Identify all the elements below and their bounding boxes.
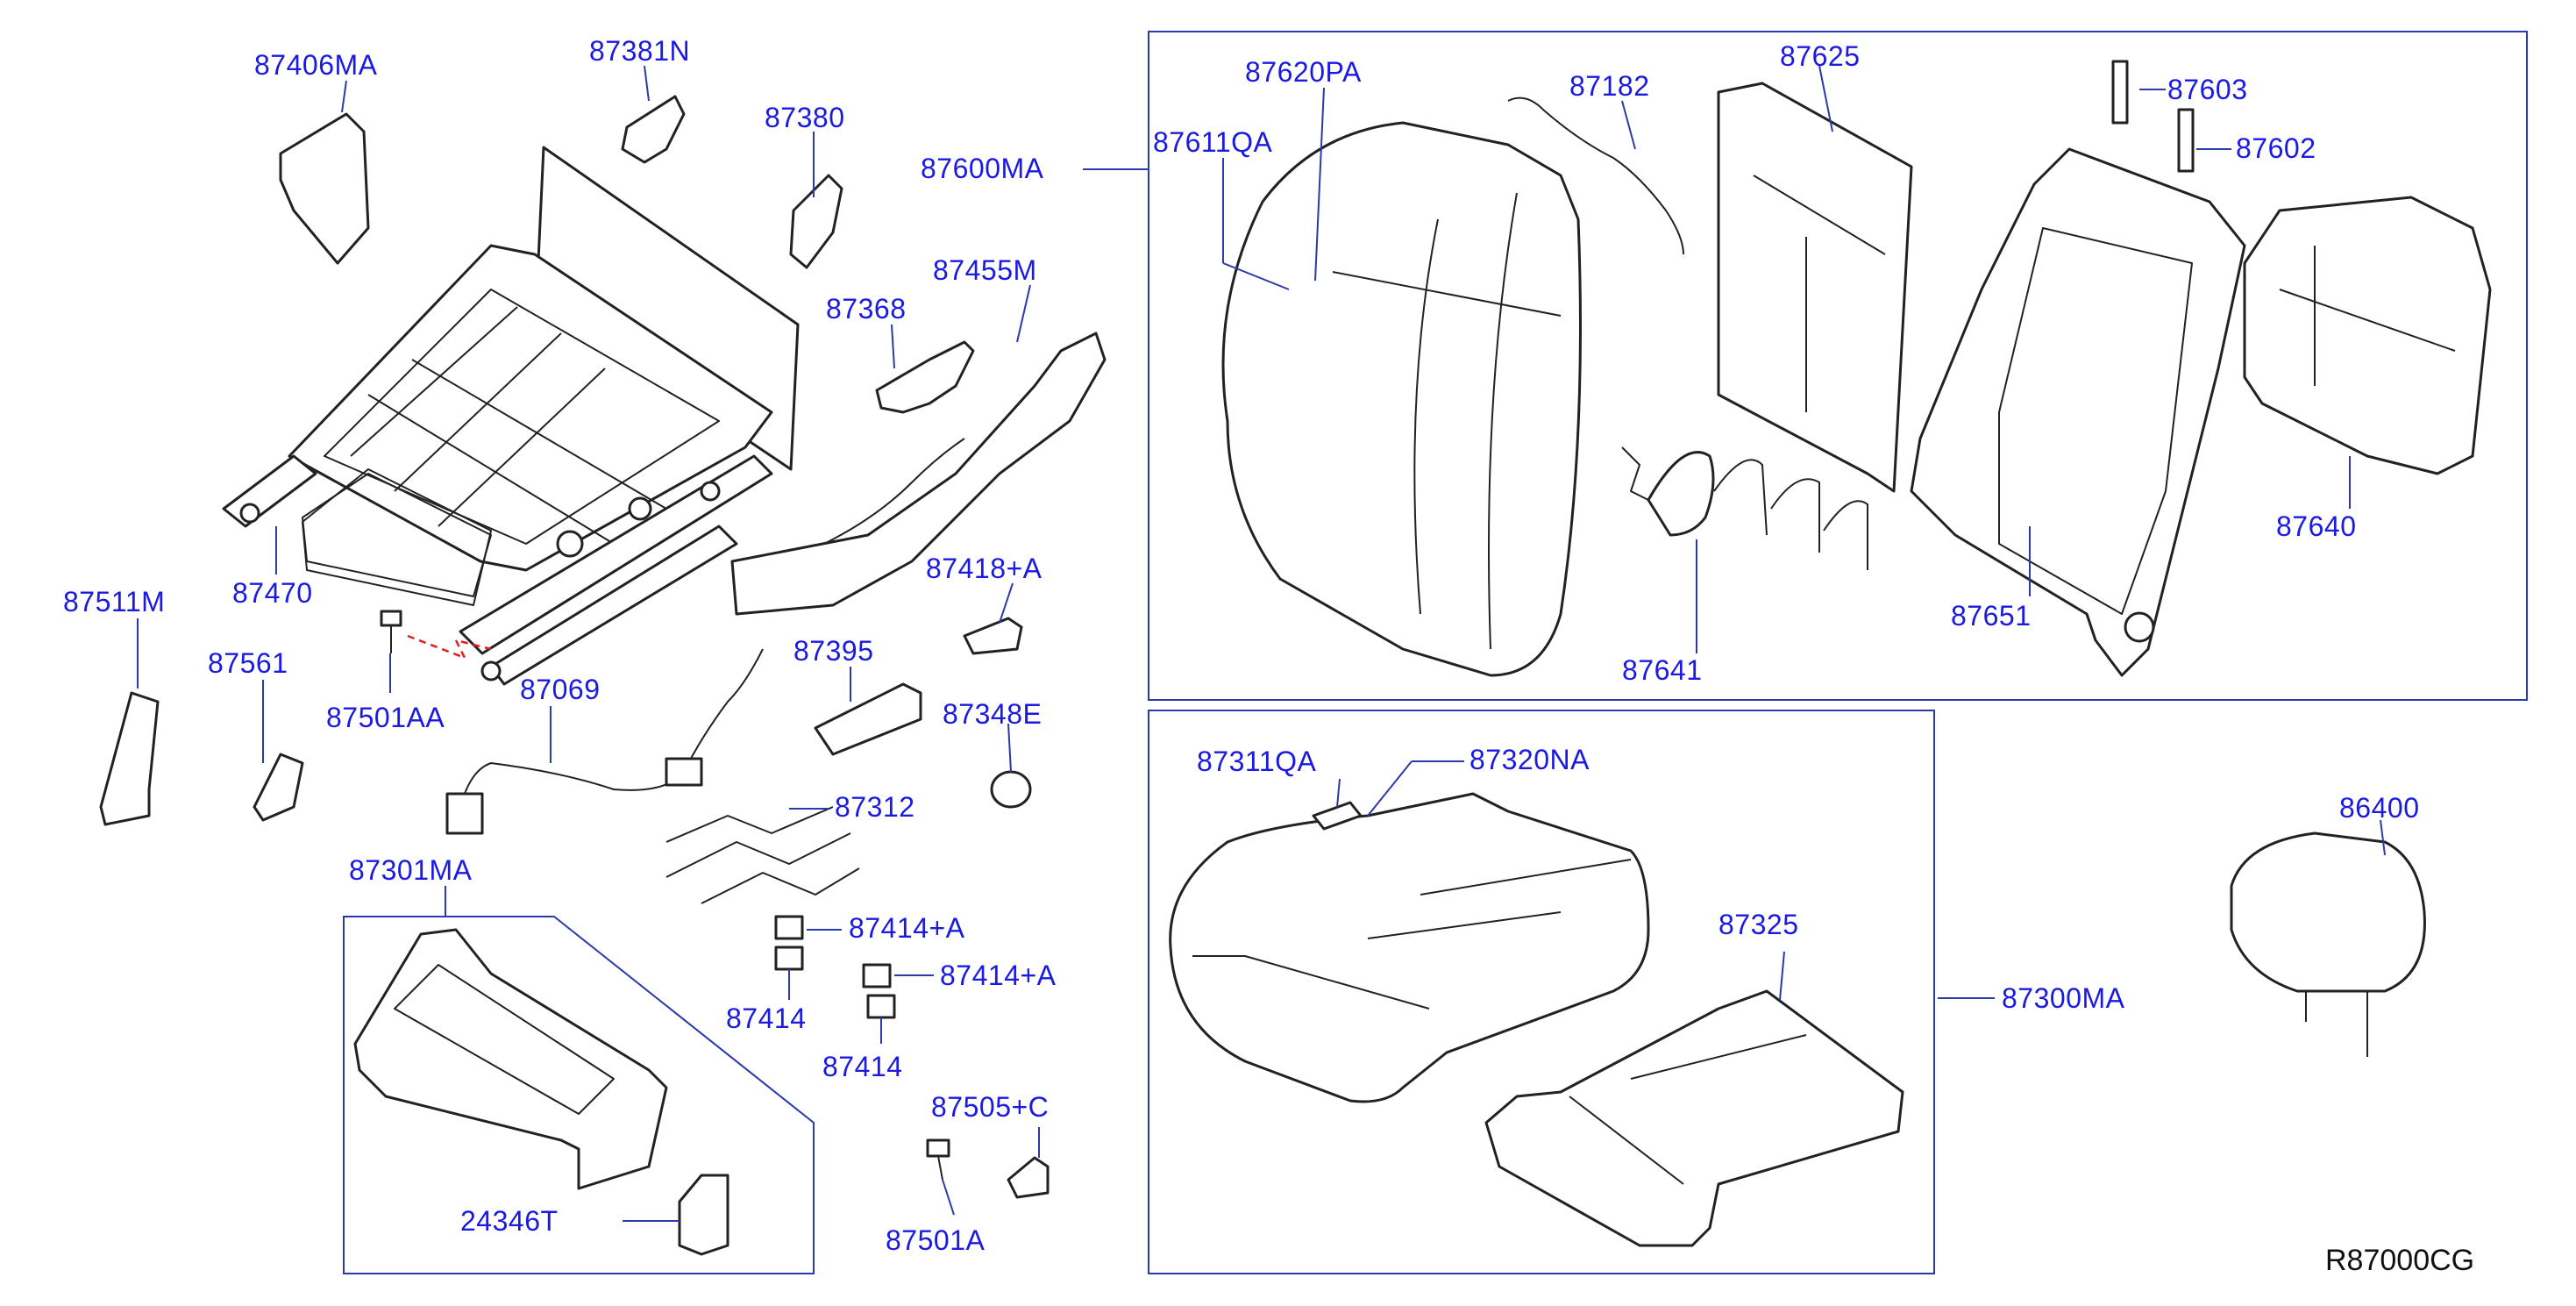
label-87611QA: 87611QA [1153, 126, 1273, 158]
part-87325-shape [1484, 989, 1904, 1247]
label-87641: 87641 [1622, 654, 1703, 686]
label-87620PA: 87620PA [1245, 56, 1362, 88]
part-87470-shape [302, 468, 492, 606]
base-group-box [343, 916, 815, 1274]
seat-frame-assembly [222, 146, 800, 686]
diagram-code: R87000CG [2325, 1244, 2475, 1277]
part-86400-shape [2230, 831, 2426, 993]
part-87301MA-shape [353, 928, 668, 1190]
label-87301MA: 87301MA [349, 854, 473, 886]
label-87414A-1: 87414+A [849, 912, 965, 944]
label-87501A: 87501A [886, 1224, 986, 1256]
part-87182-shape [1507, 96, 1684, 255]
label-87325: 87325 [1719, 909, 1799, 940]
label-87312: 87312 [835, 791, 915, 823]
dashed-leader [407, 634, 492, 660]
part-87641-shape [1647, 451, 1715, 537]
label-87406MA: 87406MA [254, 49, 378, 81]
label-87651: 87651 [1951, 600, 2032, 632]
part-87561-shape [253, 753, 304, 822]
part-87511M-shape [99, 691, 160, 826]
label-87395: 87395 [793, 635, 874, 667]
leader-lines [137, 65, 2386, 1222]
part-87501AA-shape [380, 610, 402, 653]
label-86400: 86400 [2339, 792, 2420, 824]
part-87414-2-shape [866, 994, 896, 1019]
label-87418A: 87418+A [926, 553, 1042, 584]
part-87640-shape [2243, 196, 2492, 475]
label-87348E: 87348E [943, 698, 1042, 730]
label-87414-2: 87414 [822, 1051, 903, 1082]
part-24346T-shape [678, 1174, 729, 1256]
label-87311QA: 87311QA [1197, 746, 1317, 777]
part-87300MA-shape [1169, 792, 1650, 1103]
label-87182: 87182 [1569, 70, 1650, 102]
label-87320NA: 87320NA [1469, 744, 1590, 775]
cushion-group-box [1148, 710, 1935, 1274]
part-87406MA-shape [279, 112, 370, 265]
label-87505C: 87505+C [931, 1091, 1050, 1123]
part-87501A-shape [926, 1138, 950, 1181]
part-87395-shape [814, 682, 922, 756]
part-87414A-2-shape [862, 963, 892, 988]
label-87640: 87640 [2276, 510, 2357, 542]
label-87300MA: 87300MA [2002, 982, 2125, 1014]
part-87625-shape [1717, 82, 1913, 493]
label-87625: 87625 [1780, 40, 1861, 72]
part-87380-shape [789, 174, 843, 269]
label-87511M: 87511M [63, 586, 166, 617]
part-87381N-shape [621, 95, 686, 164]
label-87603: 87603 [2167, 74, 2248, 105]
label-87470: 87470 [232, 577, 313, 609]
label-87455M: 87455M [933, 254, 1037, 286]
label-87414A-2: 87414+A [940, 960, 1057, 991]
label-87600MA: 87600MA [921, 153, 1044, 184]
label-87414-1: 87414 [726, 1003, 807, 1034]
part-87368-shape [875, 340, 975, 414]
label-24346T: 24346T [460, 1205, 559, 1237]
part-87603-shape [2111, 60, 2129, 125]
part-87312-shape [665, 806, 860, 904]
label-87501AA: 87501AA [326, 702, 445, 733]
part-87602-shape [2177, 108, 2195, 173]
part-87414-1-shape [774, 946, 804, 971]
part-87418A-shape [963, 617, 1023, 655]
part-87600MA-shape [1221, 121, 1582, 677]
label-87368: 87368 [826, 293, 907, 325]
part-87069-shape [455, 648, 764, 830]
label-87380: 87380 [765, 102, 845, 133]
label-87069: 87069 [520, 674, 601, 705]
label-87561: 87561 [208, 647, 288, 679]
part-87348E-shape [990, 770, 1032, 809]
label-87381N: 87381N [589, 35, 691, 67]
part-87505C-shape [1007, 1156, 1050, 1199]
part-87414A-1-shape [774, 915, 804, 940]
label-87602: 87602 [2236, 132, 2316, 164]
part-87651-shape [1910, 147, 2246, 677]
seatback-group-box [1148, 31, 2528, 701]
